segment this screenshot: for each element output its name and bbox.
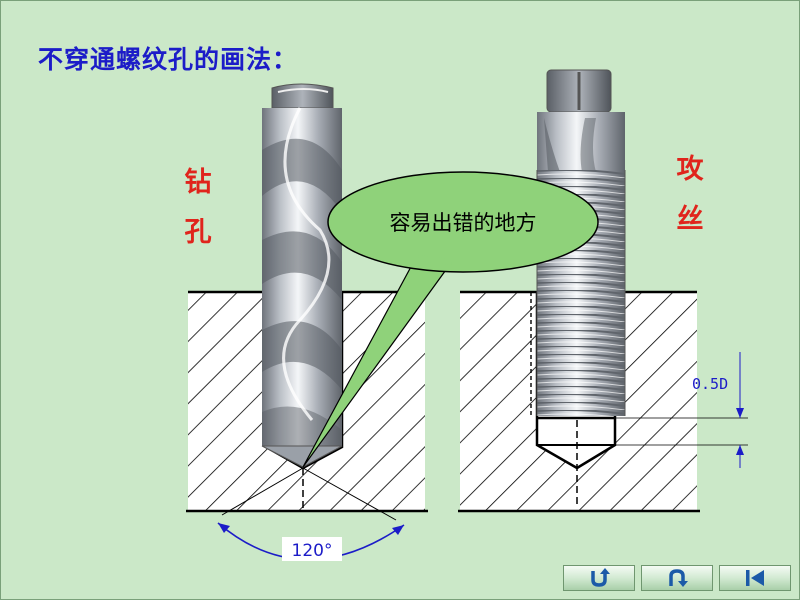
skip-to-start-icon xyxy=(746,570,764,586)
first-slide-button[interactable] xyxy=(719,565,791,591)
slide-title: 不穿通螺纹孔的画法： xyxy=(38,45,299,74)
depth-label: 0.5D xyxy=(692,375,728,393)
drilling-label: 钻孔 xyxy=(184,167,212,248)
return-back-icon xyxy=(669,569,688,587)
callout-bubble: 容易出错的地方 xyxy=(302,171,599,468)
navigation-bar xyxy=(563,565,793,591)
return-button[interactable] xyxy=(563,565,635,591)
angle-label: 120° xyxy=(292,541,333,561)
back-button[interactable] xyxy=(641,565,713,591)
callout-text: 容易出错的地方 xyxy=(390,211,537,235)
drill-bit xyxy=(261,83,343,468)
drill-workpiece-hatch xyxy=(188,292,425,511)
tapped-hole-section: 0.5D xyxy=(458,69,748,513)
tap-workpiece-hatch xyxy=(460,292,697,511)
tapping-label: 攻丝 xyxy=(676,154,704,235)
u-turn-icon xyxy=(591,568,610,587)
drilled-hole-section: 120° xyxy=(186,83,428,561)
